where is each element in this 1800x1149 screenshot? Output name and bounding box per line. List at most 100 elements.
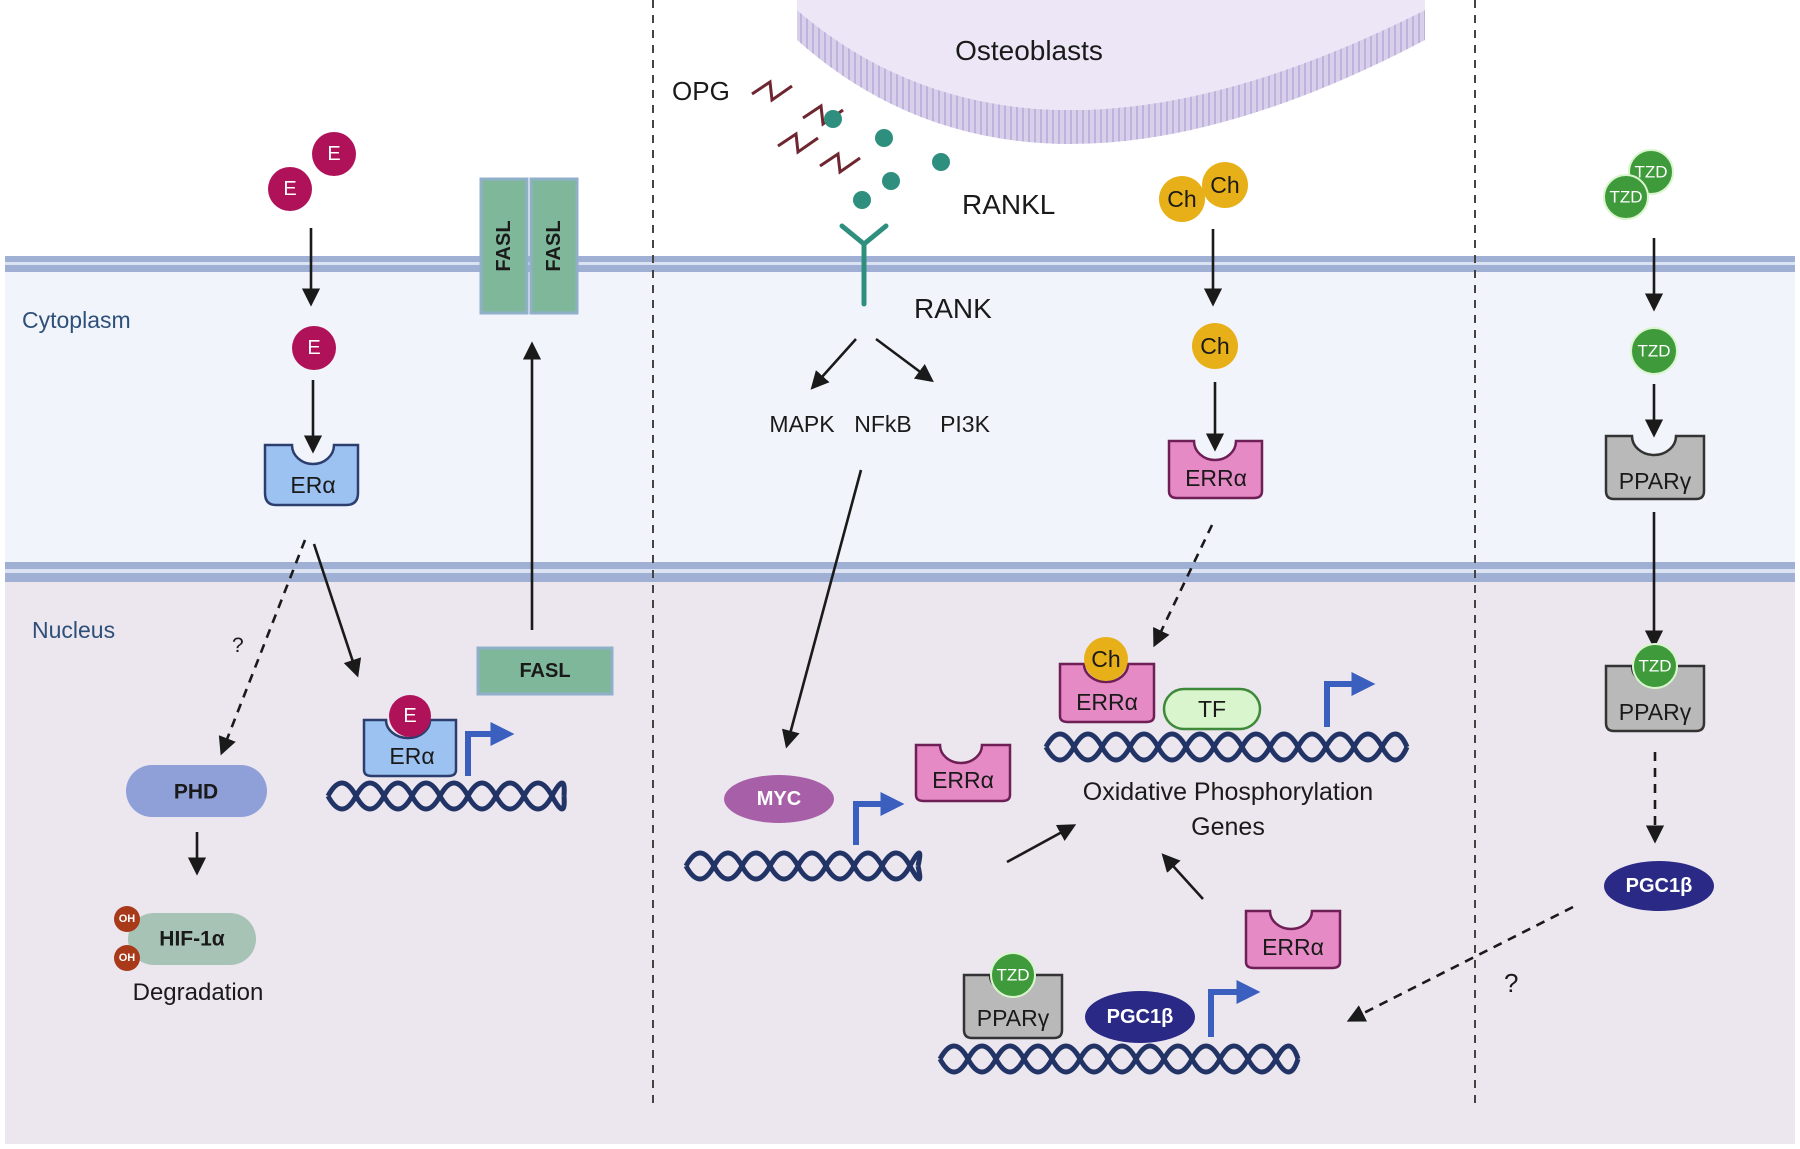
fasl-membrane-protein-1: FASL bbox=[479, 177, 529, 315]
svg-text:PPARγ: PPARγ bbox=[1619, 468, 1692, 494]
svg-text:TZD: TZD bbox=[1634, 163, 1667, 182]
nuclear-membrane bbox=[5, 562, 1795, 582]
cytoplasm-label: Cytoplasm bbox=[22, 307, 131, 333]
cholesterol-bound-nucleus: Ch bbox=[1084, 637, 1128, 681]
transcription-start-arrow-er bbox=[465, 722, 515, 776]
svg-text:E: E bbox=[403, 705, 416, 727]
err-alpha-product-myc: ERRα bbox=[914, 743, 1012, 803]
svg-text:FASL: FASL bbox=[543, 220, 565, 271]
pgc1b-protein: PGC1β bbox=[1604, 861, 1714, 911]
degradation-label: Degradation bbox=[133, 979, 264, 1006]
svg-text:ERα: ERα bbox=[389, 743, 434, 769]
arrow-erra-to-nucleus bbox=[1153, 524, 1214, 648]
svg-text:Ch: Ch bbox=[1210, 172, 1239, 198]
transcription-start-arrow-oxphos bbox=[1324, 672, 1376, 727]
pi3k-label: PI3K bbox=[940, 411, 991, 437]
pgc1b-coactivator-complex: PGC1β bbox=[1085, 991, 1195, 1043]
estrogen-molecule-2: E bbox=[268, 167, 312, 211]
fasl-membrane-protein-2: FASL bbox=[529, 177, 579, 315]
svg-text:TZD: TZD bbox=[996, 966, 1029, 985]
fasl-gene-product: FASL bbox=[476, 646, 614, 696]
arrow-pgc1b-to-complex-uncertain bbox=[1346, 905, 1574, 1022]
estrogen-bound-nucleus: E bbox=[389, 695, 431, 737]
osteoblast-cell bbox=[797, 0, 1425, 144]
svg-text:Ch: Ch bbox=[1167, 186, 1196, 212]
svg-text:TZD: TZD bbox=[1609, 188, 1642, 207]
arrow-nfkb-to-myc bbox=[781, 469, 863, 749]
opg-label: OPG bbox=[672, 76, 730, 106]
dna-strand-pgc1b bbox=[937, 1043, 1301, 1075]
svg-text:OH: OH bbox=[119, 913, 136, 925]
er-alpha-receptor-nucleus: ERα bbox=[362, 718, 458, 778]
hif-1a-protein: HIF-1α bbox=[128, 913, 256, 965]
dna-strand-er bbox=[325, 780, 567, 812]
arrow-er-to-nucleus bbox=[312, 543, 362, 678]
svg-text:ERRα: ERRα bbox=[1185, 465, 1247, 491]
svg-text:MYC: MYC bbox=[757, 788, 801, 810]
tzd-molecule-cytoplasm: TZD bbox=[1630, 327, 1678, 375]
svg-text:E: E bbox=[307, 337, 320, 359]
oxphos-genes-label-line2: Genes bbox=[1191, 813, 1265, 841]
svg-text:ERRα: ERRα bbox=[1262, 934, 1324, 960]
arrow-pgc1b-complex-to-oxphos bbox=[1161, 853, 1204, 900]
rankl-label: RANKL bbox=[962, 189, 1055, 220]
err-alpha-receptor-nucleus: ERRα bbox=[1058, 662, 1156, 724]
nucleus-region bbox=[5, 582, 1795, 1144]
tzd-bound-nucleus: TZD bbox=[1632, 643, 1678, 689]
svg-text:ERα: ERα bbox=[290, 472, 335, 498]
svg-text:TZD: TZD bbox=[1637, 342, 1670, 361]
nfkb-label: NFkB bbox=[854, 411, 912, 437]
cholesterol-molecule-1: Ch bbox=[1202, 162, 1248, 208]
hydroxyl-group-1: OH bbox=[114, 906, 140, 932]
svg-text:PHD: PHD bbox=[174, 781, 218, 804]
arrow-er-to-phd-uncertain bbox=[218, 539, 307, 756]
estrogen-molecule-cytoplasm: E bbox=[292, 326, 336, 370]
ppar-gamma-receptor-complex: PPARγ bbox=[962, 973, 1064, 1040]
dna-strand-myc bbox=[683, 850, 923, 882]
svg-text:E: E bbox=[327, 143, 340, 165]
rankl-molecules bbox=[824, 110, 950, 209]
rank-receptor bbox=[839, 223, 889, 307]
svg-text:Ch: Ch bbox=[1200, 333, 1229, 359]
phd-enzyme: PHD bbox=[126, 765, 267, 817]
tzd-bound-complex: TZD bbox=[990, 952, 1036, 998]
svg-text:E: E bbox=[283, 178, 296, 200]
mapk-label: MAPK bbox=[769, 411, 835, 437]
err-alpha-product-pgc1b: ERRα bbox=[1244, 909, 1342, 970]
cytoplasm-region bbox=[5, 270, 1795, 566]
myc-protein: MYC bbox=[724, 775, 834, 823]
tzd-molecule-2: TZD bbox=[1603, 174, 1649, 220]
nucleus-label: Nucleus bbox=[32, 617, 115, 643]
transcription-start-arrow-myc bbox=[853, 792, 905, 845]
svg-text:TF: TF bbox=[1198, 696, 1226, 722]
hydroxyl-group-2: OH bbox=[114, 945, 140, 971]
err-alpha-receptor-cytoplasm: ERRα bbox=[1167, 439, 1264, 500]
arrow-rank-to-mapk bbox=[810, 338, 857, 390]
svg-text:PGC1β: PGC1β bbox=[1626, 875, 1693, 897]
ppar-gamma-receptor-nucleus: PPARγ bbox=[1604, 664, 1706, 733]
osteoblasts-label: Osteoblasts bbox=[955, 35, 1103, 66]
svg-text:ERRα: ERRα bbox=[932, 767, 994, 793]
arrow-rank-to-pi3k bbox=[875, 337, 934, 383]
plasma-membrane bbox=[5, 256, 1795, 272]
uncertain-mark-left: ? bbox=[232, 634, 244, 657]
svg-text:OH: OH bbox=[119, 952, 136, 964]
cholesterol-molecule-2: Ch bbox=[1159, 176, 1205, 222]
rank-label: RANK bbox=[914, 293, 992, 324]
svg-text:TZD: TZD bbox=[1638, 657, 1671, 676]
dna-strand-oxphos bbox=[1043, 731, 1410, 763]
arrow-myc-to-oxphos bbox=[1006, 824, 1077, 864]
er-alpha-receptor-cytoplasm: ERα bbox=[263, 443, 360, 507]
svg-text:PPARγ: PPARγ bbox=[977, 1005, 1050, 1031]
uncertain-mark-right: ? bbox=[1504, 968, 1518, 998]
transcription-start-arrow-pgc1b bbox=[1208, 980, 1261, 1037]
svg-text:PGC1β: PGC1β bbox=[1107, 1006, 1174, 1028]
ppar-gamma-receptor-cytoplasm: PPARγ bbox=[1604, 434, 1706, 501]
cholesterol-molecule-cytoplasm: Ch bbox=[1192, 323, 1238, 369]
estrogen-molecule-1: E bbox=[312, 132, 356, 176]
svg-text:FASL: FASL bbox=[493, 220, 515, 271]
svg-text:PPARγ: PPARγ bbox=[1619, 699, 1692, 725]
oxphos-genes-label-line1: Oxidative Phosphorylation bbox=[1083, 778, 1373, 806]
transcription-factor: TF bbox=[1162, 687, 1262, 731]
